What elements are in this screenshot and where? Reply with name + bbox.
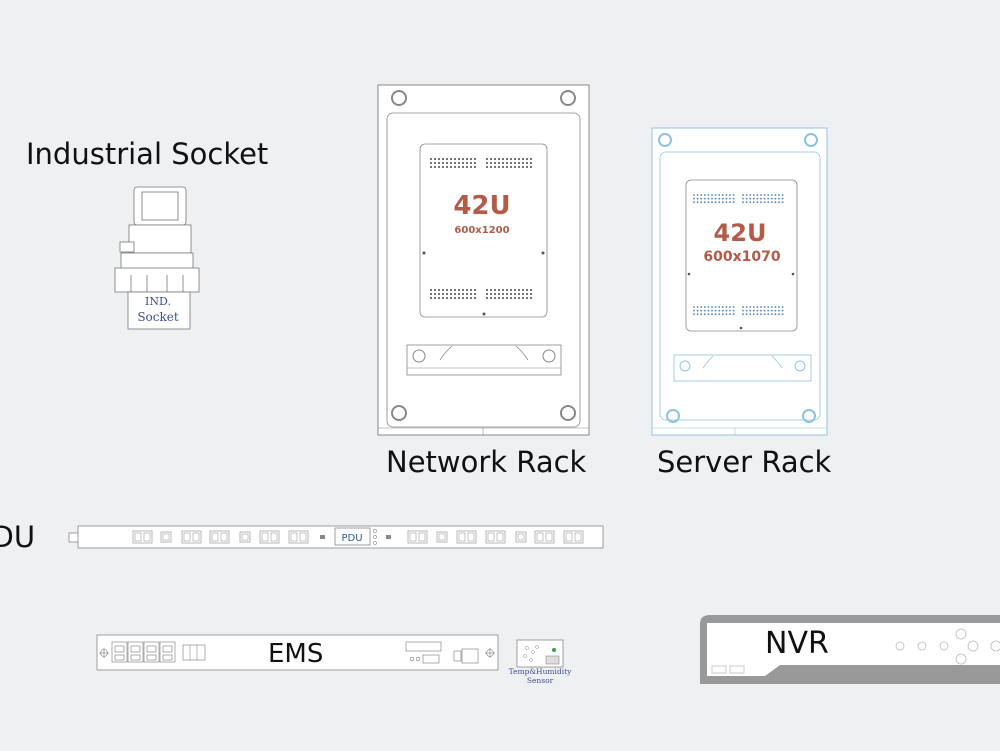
- vent-dots-top: [693, 194, 784, 204]
- ems-unit-icon: [96, 634, 499, 671]
- sensor-label-line1: Temp&Humidity: [509, 667, 573, 676]
- ems-rj45-ports: [111, 641, 176, 663]
- industrial-socket-icon: IND. Socket: [114, 186, 200, 330]
- server-rack-size: 600x1070: [703, 249, 780, 265]
- server-rack-icon: 42U 600x1070: [651, 127, 828, 436]
- ems-label: EMS: [268, 639, 324, 669]
- temp-humidity-sensor-icon: Temp&Humidity Sensor: [509, 639, 573, 685]
- pdu-strip-icon: PDU: [68, 525, 604, 549]
- sensor-label-line2: Sensor: [527, 676, 554, 685]
- pdu-label: PDU: [0, 520, 36, 554]
- vent-dots-bottom: [429, 288, 533, 300]
- socket-label-line1: IND.: [145, 295, 171, 308]
- vent-dots-top: [429, 157, 533, 169]
- nvr-label: NVR: [765, 626, 829, 661]
- network-rack-size: 600x1200: [454, 225, 509, 236]
- server-rack-units: 42U: [714, 219, 767, 247]
- network-rack-icon: 42U 600x1200: [377, 84, 590, 436]
- industrial-socket-label: Industrial Socket: [26, 137, 269, 171]
- vent-dots-bottom: [693, 306, 784, 316]
- pdu-center-label: PDU: [341, 533, 362, 544]
- nvr-device-icon: [700, 615, 1000, 684]
- network-rack-label: Network Rack: [386, 445, 587, 479]
- socket-label-line2: Socket: [137, 310, 179, 324]
- pdu-outlets: [132, 530, 584, 544]
- network-rack-units: 42U: [453, 191, 510, 221]
- server-rack-label: Server Rack: [657, 445, 832, 479]
